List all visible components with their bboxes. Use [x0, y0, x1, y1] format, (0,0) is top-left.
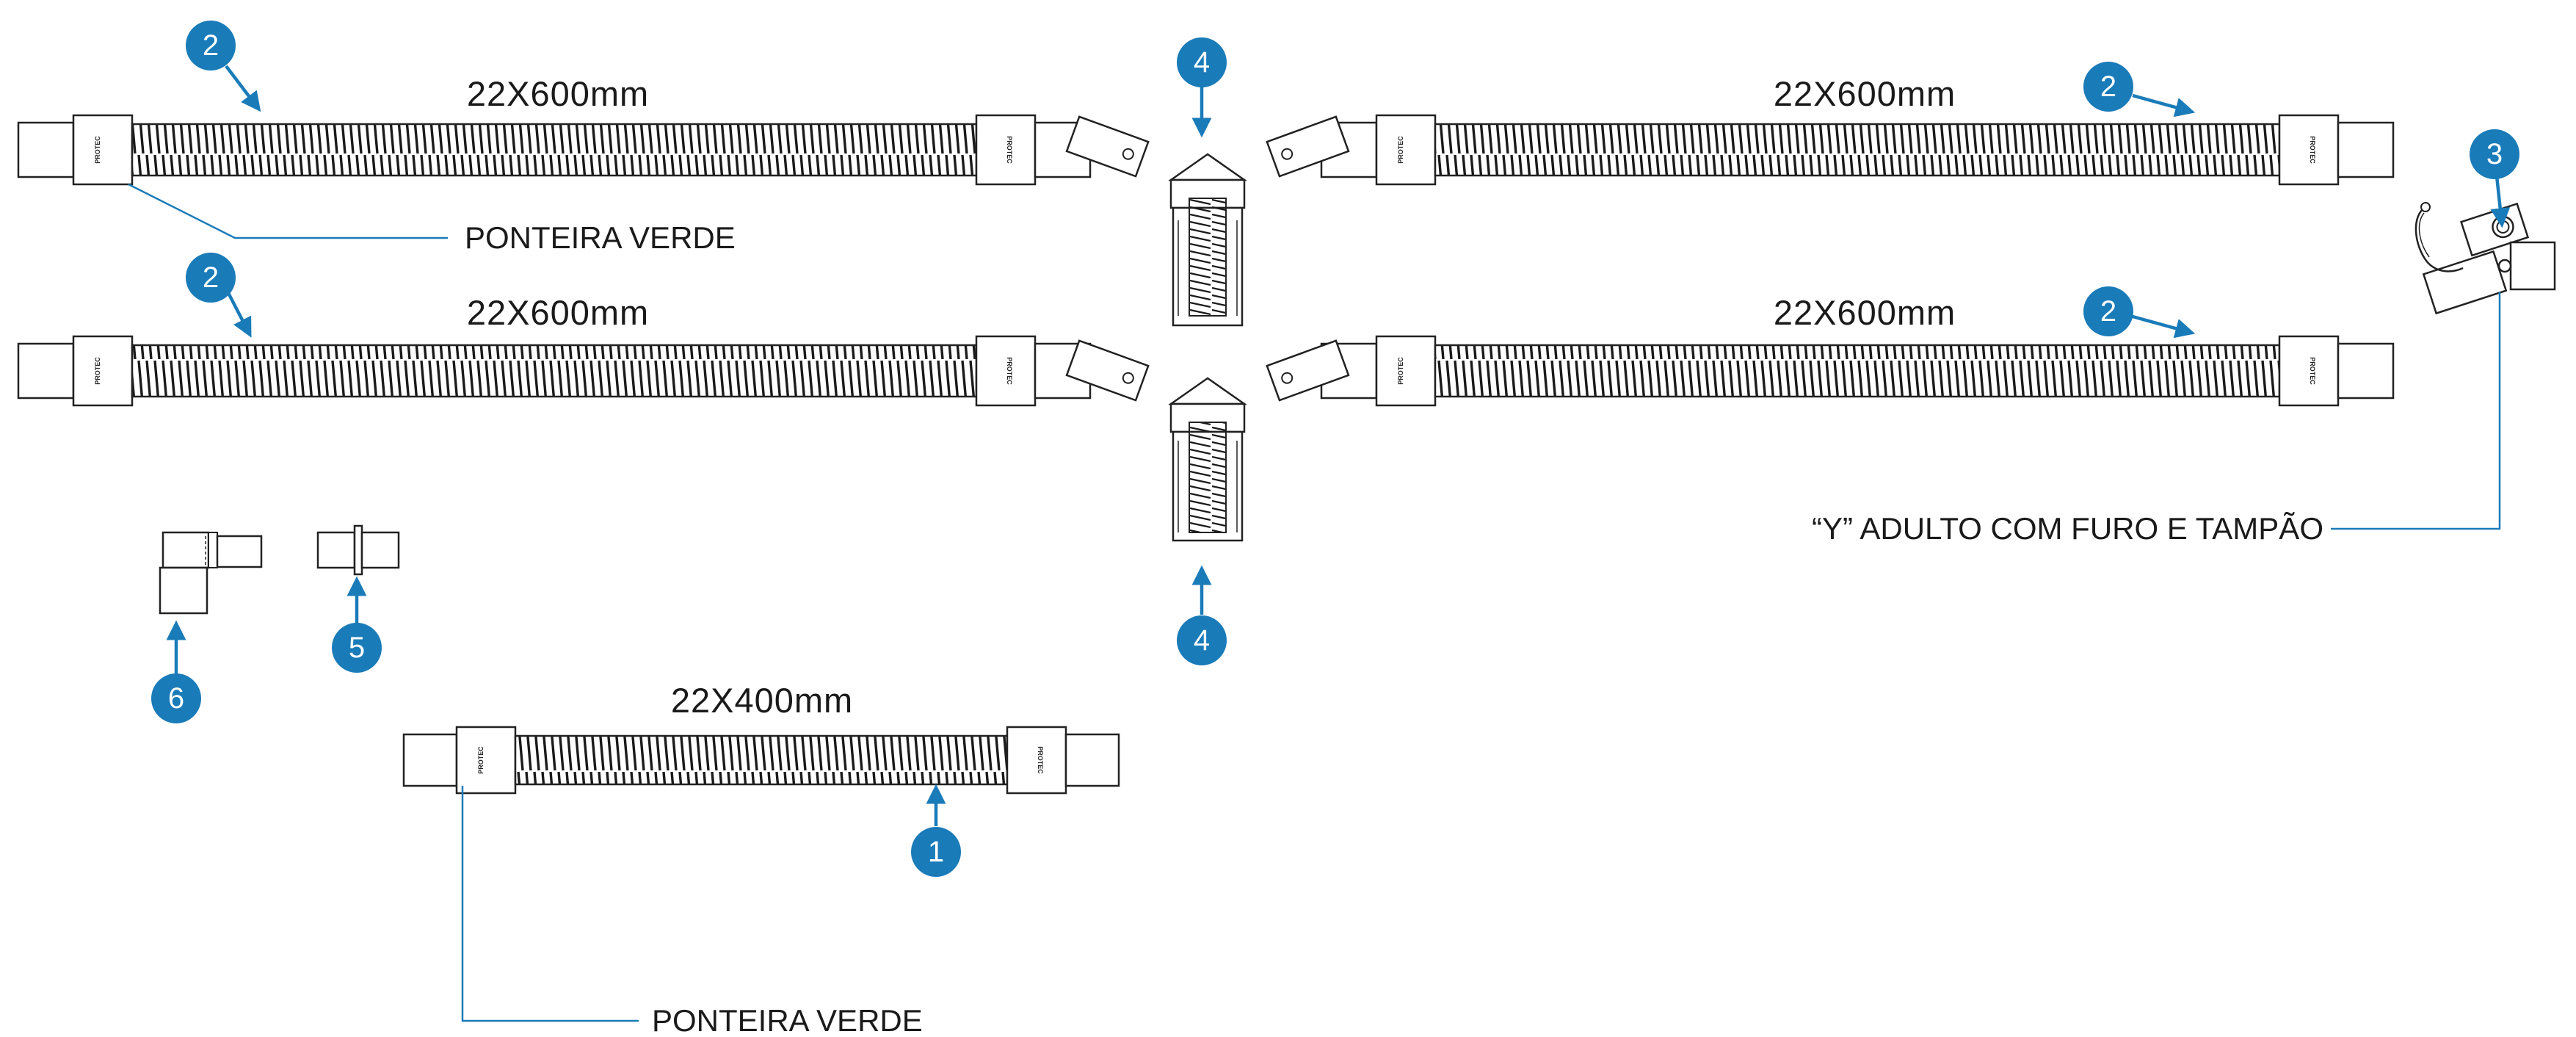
brand-mark: PROTEC: [1037, 746, 1044, 774]
callout-number: 2: [203, 261, 219, 294]
callout-2-mid-right: 2: [2083, 286, 2133, 336]
hose-size-label: 22X600mm: [467, 74, 649, 113]
hose-cuff-left: [17, 342, 75, 400]
callout-number: 6: [168, 682, 184, 715]
callout-2-top-left: 2: [186, 21, 236, 71]
callout-5: 5: [332, 623, 382, 673]
y-connector-icon: [2414, 202, 2556, 315]
hose-connector-left: [72, 335, 134, 407]
hose-connector-right: [975, 335, 1037, 407]
ponteira-verde-label-bottom: PONTEIRA VERDE: [652, 1003, 923, 1037]
callout-number: 4: [1194, 624, 1210, 657]
y-adapter-leader: [2331, 292, 2501, 530]
hose-short: PROTEC PROTEC: [402, 726, 1120, 795]
callout-2-top-right: 2: [2083, 62, 2133, 112]
brand-mark: PROTEC: [94, 136, 101, 164]
brand-mark: PROTEC: [94, 357, 101, 385]
hose-tube: [1434, 344, 2281, 398]
callout-4-bottom: 4: [1177, 615, 1227, 665]
hose-connector-right: [2278, 335, 2340, 407]
hose-connector-left: [1375, 335, 1437, 407]
hose-size-label: 22X600mm: [1774, 293, 1956, 332]
hose-cuff-left: [17, 121, 75, 178]
leader-lines: [128, 183, 2501, 1022]
brand-mark: PROTEC: [1006, 357, 1013, 385]
callout-number: 1: [928, 836, 944, 868]
callout-number: 2: [2100, 295, 2116, 328]
hose-connector-right: [1006, 726, 1067, 795]
callout-1: 1: [911, 827, 961, 877]
ponteira-leader-bottom: [461, 786, 639, 1022]
callout-arrows: [166, 65, 2511, 826]
hose-size-label: 22X600mm: [1774, 74, 1956, 113]
hose-mid-right: PROTEC PROTEC: [1320, 335, 2395, 407]
callout-number: 3: [2486, 138, 2503, 170]
straight-connector-icon: [316, 524, 400, 576]
hose-mid-left: PROTEC PROTEC: [17, 335, 1092, 407]
brand-mark: PROTEC: [1006, 136, 1013, 164]
brand-mark: PROTEC: [2309, 357, 2316, 385]
ponteira-leader-top: [128, 183, 448, 239]
elbow-connector-icon: [159, 531, 263, 615]
hose-top-right: PROTEC PROTEC: [1320, 114, 2395, 186]
brand-mark: PROTEC: [477, 746, 485, 774]
hose-cuff-right: [2337, 121, 2395, 178]
brand-mark: PROTEC: [1397, 136, 1404, 164]
hose-connector-right: [2278, 114, 2340, 186]
callout-3: 3: [2470, 129, 2519, 179]
hose-connector-right: [975, 114, 1037, 186]
hose-size-label: 22X600mm: [467, 293, 649, 332]
callout-number: 5: [349, 632, 365, 664]
callout-number: 2: [2100, 71, 2116, 103]
hose-connector-left: [72, 114, 134, 186]
hose-cuff-right: [1064, 733, 1120, 787]
hose-connector-left: [455, 726, 517, 795]
hose-tube: [514, 734, 1009, 786]
hose-top-left: PROTEC PROTEC: [17, 114, 1092, 186]
hose-size-label: 22X400mm: [671, 681, 853, 720]
ponteira-verde-label-top: PONTEIRA VERDE: [465, 220, 736, 255]
y-adapter-label: “Y” ADULTO COM FURO E TAMPÃO: [1812, 511, 2323, 546]
hose-tube: [131, 344, 978, 398]
callout-2-mid-left: 2: [186, 253, 236, 303]
water-trap-icon: [1065, 115, 1350, 327]
callout-number: 2: [203, 29, 219, 62]
callout-6: 6: [151, 673, 201, 723]
hose-cuff-left: [402, 733, 458, 787]
hose-tube: [1434, 123, 2281, 177]
callout-number: 4: [1194, 46, 1210, 79]
water-trap-icon: [1065, 339, 1350, 542]
hose-cuff-right: [2337, 342, 2395, 400]
callout-4-top: 4: [1177, 37, 1227, 87]
brand-mark: PROTEC: [2309, 136, 2316, 164]
brand-mark: PROTEC: [1397, 357, 1404, 385]
hose-connector-left: [1375, 114, 1437, 186]
hose-tube: [131, 123, 978, 177]
